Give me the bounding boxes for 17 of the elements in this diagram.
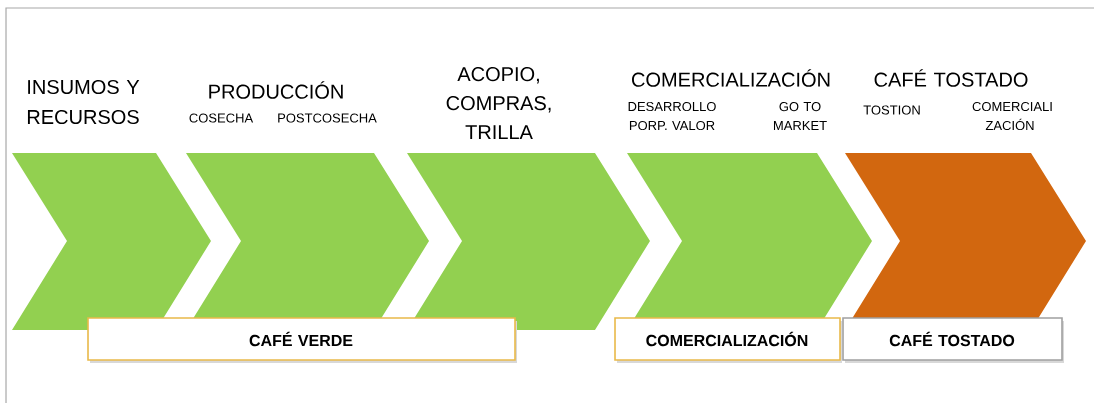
box-label: COMERCIALIZACIÓN <box>646 331 808 347</box>
box-label: CAFÉ VERDE <box>249 331 353 347</box>
sub-label: TOSTION <box>863 105 920 115</box>
heading-text: COMERCIALIZACIÓN <box>632 69 830 87</box>
sub-label: DESARROLLO PORP. VALOR <box>628 101 716 131</box>
heading-text: CAFÉ TOSTADO <box>874 69 1028 87</box>
box-label: CAFÉ TOSTADO <box>889 331 1015 347</box>
heading-text: PRODUCCIÓN <box>209 81 343 99</box>
heading-text: INSUMOS Y RECURSOS <box>27 79 140 125</box>
sub-label: COMERCIALI ZACIÓN <box>972 101 1052 131</box>
label-box <box>842 317 1064 363</box>
sub-label: GO TO MARKET <box>774 102 827 131</box>
sub-label: POSTCOSECHA <box>278 113 377 123</box>
label-box <box>87 317 517 363</box>
heading-text: ACOPIO, COMPRAS, TRILLA <box>446 67 551 139</box>
label-box <box>614 317 842 363</box>
sub-label: COSECHA <box>189 113 254 123</box>
